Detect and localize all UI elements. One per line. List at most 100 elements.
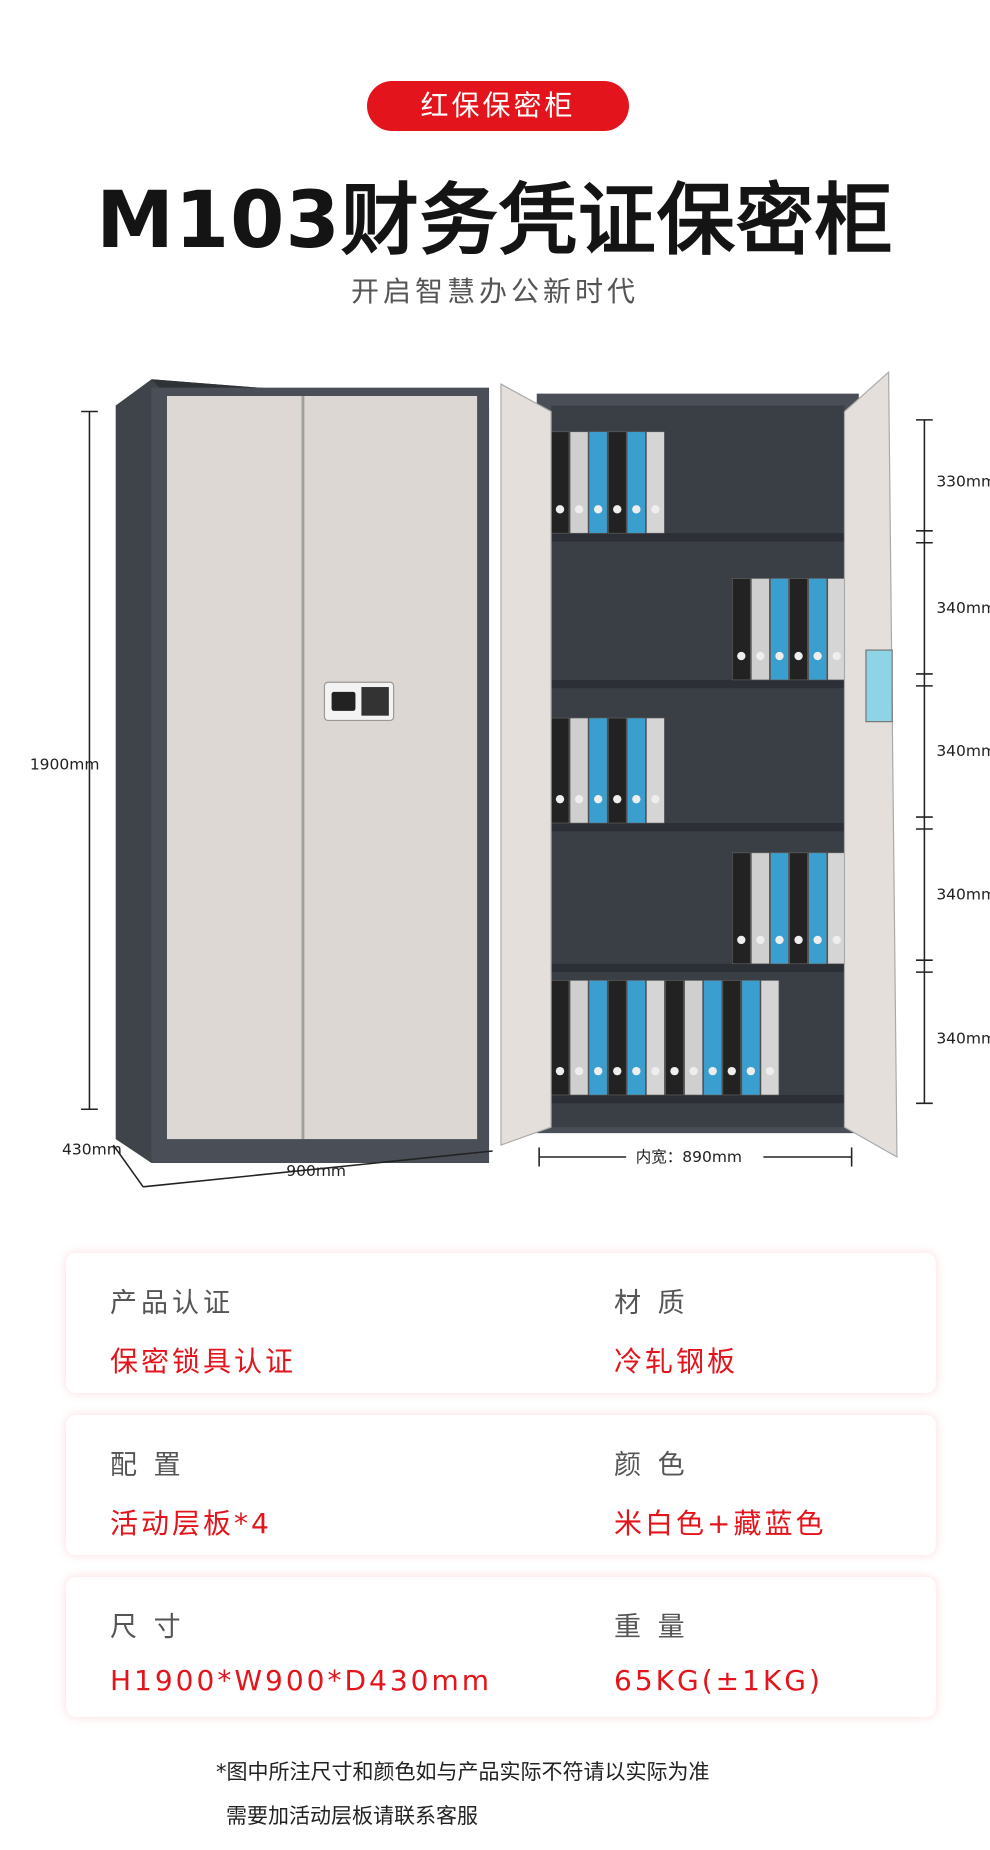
spec-card: 产品认证保密锁具认证 材 质冷轧钢板 <box>66 1253 936 1393</box>
binder <box>627 980 646 1096</box>
binder-ring-hole <box>555 1066 565 1076</box>
binder-ring-hole <box>813 935 822 945</box>
binder-ring-hole <box>594 505 603 514</box>
binder <box>588 717 608 824</box>
binder-ring-hole <box>775 651 784 661</box>
binder <box>569 431 589 534</box>
shelf <box>551 533 845 542</box>
binder-ring-hole <box>632 505 641 514</box>
spec-label: 产品认证 <box>110 1288 234 1319</box>
binder <box>827 578 846 681</box>
binder-ring-hole <box>756 651 765 661</box>
binder <box>569 980 589 1096</box>
binder-ring-hole <box>813 651 822 661</box>
binder-ring-hole <box>574 1066 584 1076</box>
electronic-lock-icon <box>323 681 395 722</box>
binder <box>550 717 570 824</box>
spec-label: 尺 寸 <box>110 1612 185 1643</box>
width-label: 900mm <box>286 1162 346 1180</box>
dimension-lines <box>81 410 933 1188</box>
binder <box>751 578 770 681</box>
binder-ring-hole <box>832 651 841 661</box>
binder-ring-hole <box>632 1066 641 1076</box>
binder-ring-hole <box>756 935 765 945</box>
binder <box>789 578 808 681</box>
spec-value: 保密锁具认证 <box>110 1345 297 1378</box>
binder <box>760 980 780 1096</box>
open-cabinet <box>500 370 898 1159</box>
binder <box>588 431 608 534</box>
binder-ring-hole <box>737 935 746 945</box>
binder-ring-hole <box>632 794 641 804</box>
shelf-height-label: 340mm <box>936 742 990 760</box>
binder <box>827 852 846 965</box>
spec-label: 颜 色 <box>614 1450 689 1481</box>
binder <box>732 852 751 965</box>
binder-ring-hole <box>594 1066 603 1076</box>
footnote: 需要加活动层板请联系客服 <box>226 1804 478 1828</box>
binder-ring-hole <box>727 1066 736 1076</box>
page-title: M103财务凭证保密柜 <box>96 176 894 266</box>
binder <box>608 431 627 534</box>
binder-ring-hole <box>708 1066 717 1076</box>
binder-ring-hole <box>670 1066 679 1076</box>
binder <box>608 980 627 1096</box>
binder <box>550 980 570 1096</box>
binder <box>608 717 627 824</box>
binder <box>770 852 789 965</box>
brand-badge: 红保保密柜 <box>367 81 629 131</box>
spec-label: 配 置 <box>110 1450 185 1481</box>
page-subtitle: 开启智慧办公新时代 <box>350 275 639 308</box>
binder-ring-hole <box>794 935 803 945</box>
binder <box>808 578 827 681</box>
binder-ring-hole <box>651 794 660 804</box>
binder <box>646 717 665 824</box>
spec-value: H1900*W900*D430mm <box>110 1664 492 1697</box>
binder <box>588 980 608 1096</box>
binder <box>732 578 751 681</box>
spec-value: 米白色+藏蓝色 <box>614 1507 827 1540</box>
shelf-height-label: 340mm <box>936 885 990 903</box>
closed-cabinet <box>115 379 490 1163</box>
binder-ring-hole <box>574 505 584 514</box>
binder-ring-hole <box>574 794 584 804</box>
binder <box>684 980 703 1096</box>
spec-label: 重 量 <box>614 1612 689 1643</box>
binder <box>665 980 684 1096</box>
binder-ring-hole <box>651 505 660 514</box>
shelf-height-label: 340mm <box>936 599 990 617</box>
height-label: 1900mm <box>30 755 100 773</box>
spec-value: 活动层板*4 <box>110 1507 272 1540</box>
binder-ring-hole <box>613 505 622 514</box>
binder <box>751 852 770 965</box>
binder <box>722 980 742 1096</box>
shelf <box>551 679 845 689</box>
binder <box>627 717 646 824</box>
binder-ring-hole <box>794 651 803 661</box>
binder <box>646 431 665 534</box>
binder <box>569 717 589 824</box>
shelf <box>551 963 845 973</box>
depth-label: 430mm <box>62 1141 122 1159</box>
binder-ring-hole <box>613 1066 622 1076</box>
binder-ring-hole <box>737 651 746 661</box>
spec-label: 材 质 <box>614 1288 689 1319</box>
spec-value: 冷轧钢板 <box>614 1345 739 1378</box>
shelf-height-label: 330mm <box>936 473 990 491</box>
shelf <box>551 823 845 832</box>
binder-ring-hole <box>555 505 565 514</box>
binder <box>627 431 646 534</box>
binder <box>646 980 665 1096</box>
binder-ring-hole <box>746 1066 756 1076</box>
shelf <box>551 1094 845 1104</box>
binder <box>789 852 808 965</box>
binder <box>808 852 827 965</box>
inner-width-label: 内宽：890mm <box>636 1148 742 1166</box>
binder <box>770 578 789 681</box>
shelf-height-label: 340mm <box>936 1030 990 1048</box>
binder-ring-hole <box>555 794 565 804</box>
binder-ring-hole <box>651 1066 660 1076</box>
binder-ring-hole <box>689 1066 698 1076</box>
